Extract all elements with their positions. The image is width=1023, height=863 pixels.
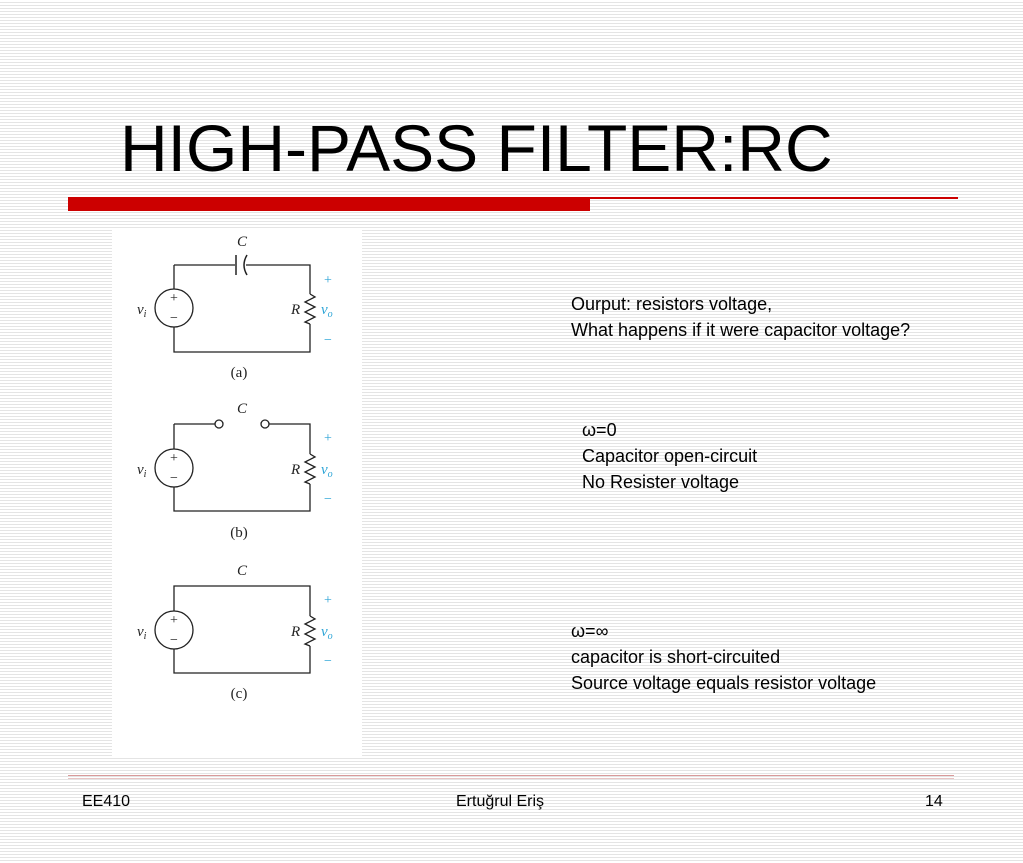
title-underline-thick: [68, 197, 590, 211]
resistor-label: R: [290, 624, 300, 640]
output-label: v: [321, 302, 328, 318]
resistor-icon: [303, 453, 317, 485]
source-minus: −: [170, 471, 178, 486]
footer-course: EE410: [82, 793, 131, 810]
voltage-source-icon: [154, 288, 194, 328]
voltage-source-icon: [154, 610, 194, 650]
open-terminal-left: [214, 419, 224, 429]
note-line: What happens if it were capacitor voltag…: [571, 320, 911, 340]
note-line: Source voltage equals resistor voltage: [571, 673, 877, 693]
note-line: No Resister voltage: [582, 472, 740, 492]
circuit-figure: + − C R vi vo + − (a) + −: [112, 228, 362, 756]
resistor-icon: [303, 615, 317, 647]
output-minus: −: [324, 492, 332, 507]
voltage-source-icon: [154, 448, 194, 488]
panel-caption: (c): [231, 686, 248, 702]
source-plus: +: [170, 613, 178, 628]
svg-text:vi: vi: [137, 302, 147, 320]
note-line: ω=0: [582, 420, 617, 440]
output-minus: −: [324, 333, 332, 348]
source-plus: +: [170, 451, 178, 466]
omega-zero-note: ω=0 Capacitor open-circuit No Resister v…: [582, 417, 757, 495]
footer-divider: [68, 775, 954, 776]
capacitor-label: C: [237, 234, 248, 250]
output-note: Ourput: resistors voltage, What happens …: [571, 291, 910, 343]
short-circuit-wire: [173, 585, 311, 674]
output-minus: −: [324, 654, 332, 669]
svg-text:vi: vi: [137, 462, 147, 480]
source-subscript: i: [144, 309, 147, 320]
circuit-panel-c: + − C R vi vo + − (c): [137, 563, 333, 702]
resistor-icon: [303, 293, 317, 325]
source-label: v: [137, 302, 144, 318]
svg-text:vo: vo: [321, 302, 333, 320]
open-terminal-right: [260, 419, 270, 429]
source-label: v: [137, 624, 144, 640]
output-subscript: o: [328, 469, 333, 480]
output-label: v: [321, 624, 328, 640]
output-plus: +: [324, 431, 332, 446]
slide-title: HIGH-PASS FILTER:RC: [120, 111, 833, 185]
output-label: v: [321, 462, 328, 478]
note-line: Ourput: resistors voltage,: [571, 294, 773, 314]
capacitor-label: C: [237, 401, 248, 417]
note-line: Capacitor open-circuit: [582, 446, 758, 466]
circuit-diagrams: + − C R vi vo + − (a) + −: [137, 234, 333, 702]
circuit-panel-a: + − C R vi vo + − (a): [137, 234, 333, 381]
resistor-label: R: [290, 302, 300, 318]
source-label: v: [137, 462, 144, 478]
capacitor-label: C: [237, 563, 248, 579]
title-underline-thin: [590, 197, 958, 199]
omega-infinity-note: ω=∞ capacitor is short-circuited Source …: [571, 618, 876, 696]
source-subscript: i: [144, 631, 147, 642]
circuit-panel-b: + − C R vi vo + − (b): [137, 401, 333, 541]
source-minus: −: [170, 633, 178, 648]
footer-author: Ertuğrul Eriş: [456, 793, 545, 810]
capacitor-plate-curved: [243, 254, 248, 276]
output-subscript: o: [328, 631, 333, 642]
output-subscript: o: [328, 309, 333, 320]
panel-caption: (a): [231, 365, 248, 381]
resistor-label: R: [290, 462, 300, 478]
footer-page-number: 14: [925, 793, 943, 810]
source-minus: −: [170, 311, 178, 326]
footer-divider-secondary: [68, 778, 954, 779]
output-plus: +: [324, 273, 332, 288]
source-plus: +: [170, 291, 178, 306]
panel-caption: (b): [230, 525, 248, 541]
source-subscript: i: [144, 469, 147, 480]
note-line: capacitor is short-circuited: [571, 647, 781, 667]
svg-text:vi: vi: [137, 624, 147, 642]
note-line: ω=∞: [571, 621, 609, 641]
output-plus: +: [324, 593, 332, 608]
svg-text:vo: vo: [321, 462, 333, 480]
svg-text:vo: vo: [321, 624, 333, 642]
